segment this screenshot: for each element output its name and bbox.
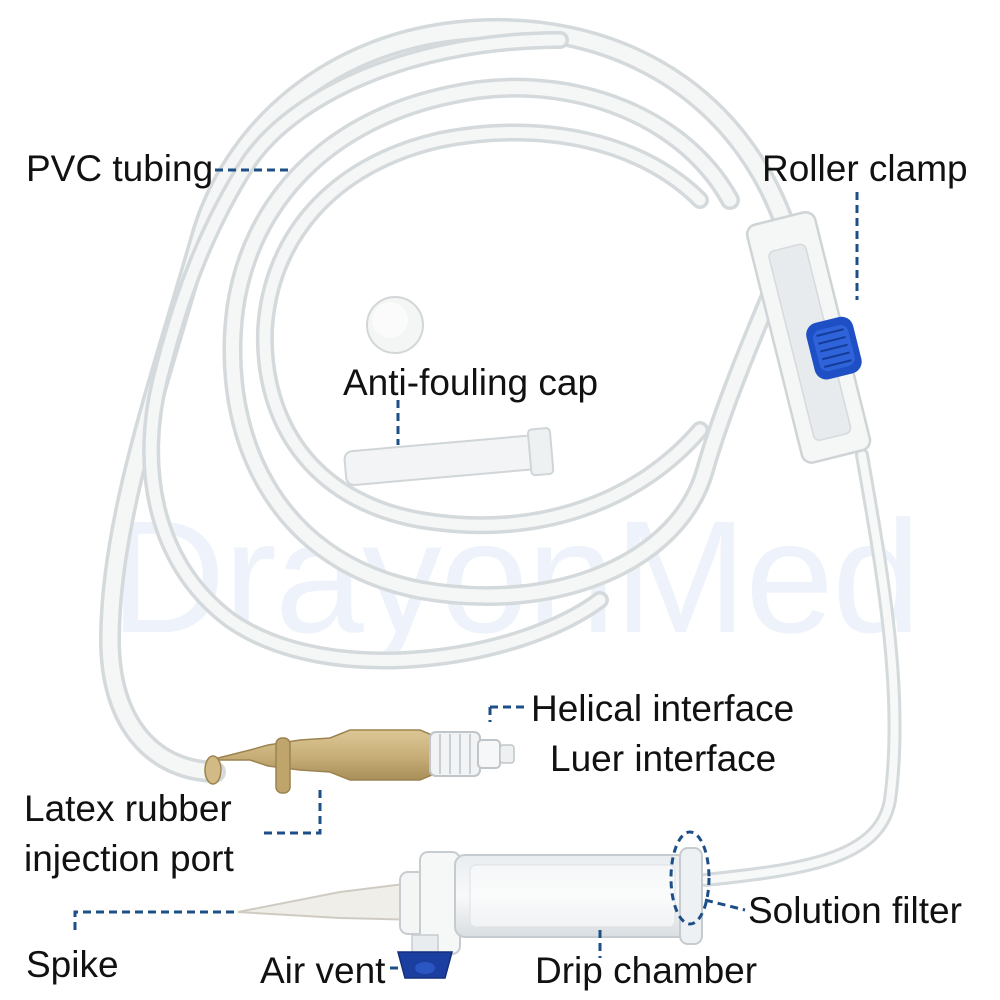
roller-wheel [806, 316, 862, 380]
spike-hub [399, 851, 461, 955]
label-drip-chamber: Drip chamber [535, 950, 758, 991]
roller-clamp [745, 210, 872, 464]
label-spike: Spike [26, 944, 119, 985]
air-vent-cap [397, 934, 453, 979]
label-roller-clamp: Roller clamp [762, 148, 968, 189]
label-helical-interface: Helical interface [531, 688, 795, 729]
label-pvc-tubing: PVC tubing [26, 148, 214, 189]
solution-filter-highlight [669, 830, 711, 926]
label-anti-fouling-cap: Anti-fouling cap [343, 362, 599, 403]
anti-fouling-cap-disc [366, 296, 424, 354]
pvc-tubing [99, 18, 902, 887]
leader-spike [73, 910, 235, 930]
leader-lines [73, 168, 859, 970]
latex-injection-port [204, 729, 433, 794]
drip-chamber [454, 847, 703, 945]
label-solution-filter: Solution filter [748, 890, 962, 931]
leader-latex-port [262, 790, 322, 835]
label-latex-port-line2: injection port [24, 838, 234, 879]
leader-solution-filter [704, 898, 746, 912]
protective-sleeve [343, 427, 555, 486]
label-air-vent: Air vent [260, 950, 386, 991]
label-luer-interface: Luer interface [550, 738, 777, 779]
spike [237, 880, 421, 922]
luer-connector [429, 731, 515, 777]
label-latex-port-line1: Latex rubber [24, 788, 232, 829]
leader-helical-interface [488, 705, 525, 722]
